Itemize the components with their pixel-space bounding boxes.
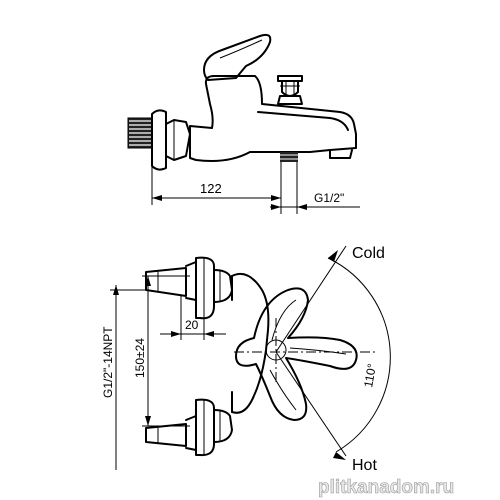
aerator: [329, 149, 353, 159]
lower-connector: [145, 398, 233, 457]
mixer-body: [231, 272, 270, 414]
cold-label: Cold: [352, 245, 385, 262]
upper-connector: [145, 256, 233, 320]
faucet-body: [189, 75, 357, 162]
dimension-122: 122: [151, 162, 298, 214]
dimension-150-label: 150±24: [133, 338, 147, 378]
tri-lever-handle: [235, 287, 358, 421]
dimension-npt: G1/2"-14NPT: [101, 285, 150, 470]
rotation-arc: 110°: [275, 245, 391, 460]
diverter-knob: [277, 75, 303, 105]
npt-label: G1/2"-14NPT: [101, 326, 115, 398]
watermark: plitkanadom.ru: [318, 477, 454, 498]
shower-outlet: [280, 152, 298, 162]
top-view: 110° Cold Hot 20 150±24 G1/2"-14NPT: [101, 245, 391, 474]
spout-inner-edge: [257, 111, 349, 131]
hot-label: Hot: [352, 457, 377, 474]
side-view: 122 G1/2": [127, 33, 360, 214]
dimension-150: 150±24: [133, 275, 190, 427]
thread-label: G1/2": [314, 191, 344, 205]
angle-label: 110°: [361, 362, 379, 388]
cold-arrow: [328, 250, 338, 262]
dimension-122-label: 122: [200, 181, 222, 196]
lever-handle: [203, 33, 272, 81]
threaded-connector: [127, 117, 153, 149]
escutcheon: [151, 109, 167, 171]
dimension-20: 20: [160, 296, 226, 340]
hex-nut: [165, 119, 191, 161]
dimension-thread: G1/2": [270, 191, 360, 210]
hot-arrow: [333, 452, 346, 460]
dimension-20-label: 20: [185, 318, 199, 332]
